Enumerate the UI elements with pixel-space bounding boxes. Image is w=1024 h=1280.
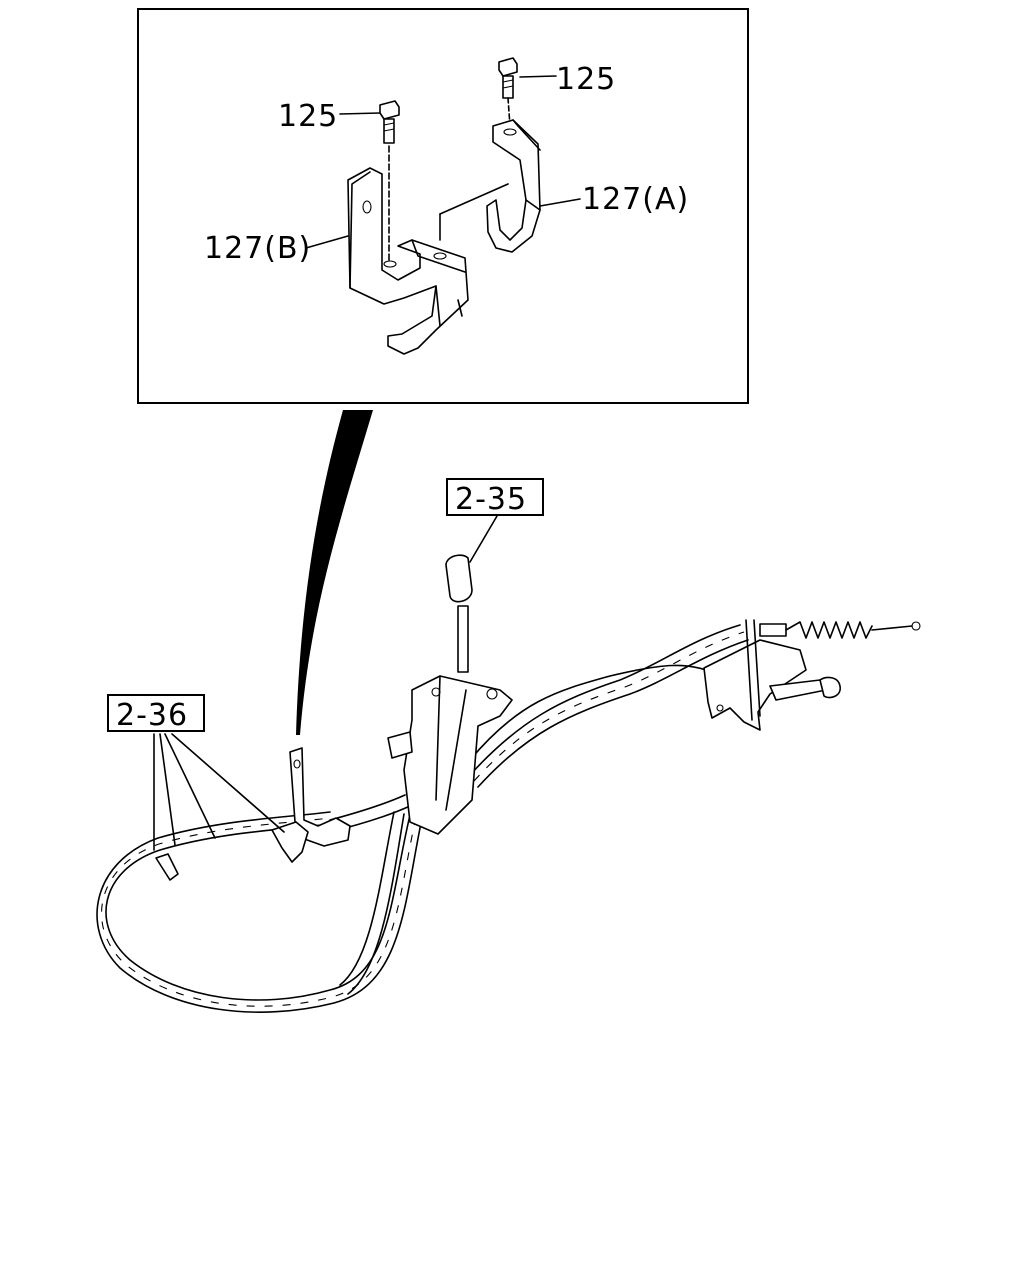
label-127a: 127(A) xyxy=(582,182,689,217)
detail-inset: 125 125 127(A) 127(B) xyxy=(137,8,749,404)
label-125-right: 125 xyxy=(556,62,616,97)
label-125-left: 125 xyxy=(278,99,338,134)
label-127b: 127(B) xyxy=(204,231,311,266)
ref-2-35-label: 2-35 xyxy=(455,482,527,517)
bracket-127a xyxy=(439,119,541,253)
bracket-127b xyxy=(347,167,469,355)
shift-lever xyxy=(387,554,513,835)
transmission-bracket xyxy=(703,619,921,731)
detail-pointer xyxy=(296,410,373,735)
inset-leaders xyxy=(305,75,581,249)
cable-assembly xyxy=(96,515,921,1013)
reference-leaders xyxy=(153,515,498,851)
inset-frame xyxy=(137,8,749,404)
ref-2-35[interactable]: 2-35 xyxy=(446,478,544,517)
ref-2-36-label: 2-36 xyxy=(116,698,188,733)
ref-2-36[interactable]: 2-36 xyxy=(107,694,205,733)
